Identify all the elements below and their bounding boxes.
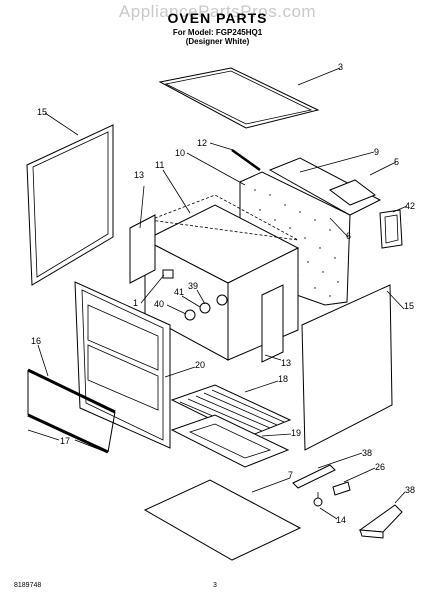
callout-9: 9 [374, 147, 379, 157]
part-7-bottom-panel [143, 479, 302, 561]
page-number: 3 [213, 582, 217, 589]
part-19-broil-pan [170, 414, 290, 468]
callout-11: 11 [155, 160, 164, 170]
variant-line: (Designer White) [185, 37, 250, 46]
callout-26: 26 [375, 462, 385, 472]
part-16-gasket [27, 368, 116, 454]
callout-39: 39 [188, 281, 198, 291]
callout-5: 5 [394, 157, 399, 167]
part-12-rod [231, 148, 261, 172]
part-20-door-frame [74, 281, 171, 449]
part-26-clip [332, 481, 351, 496]
callout-6: 6 [346, 231, 351, 241]
part-9-rear-panel [268, 157, 382, 216]
callout-40: 40 [154, 299, 164, 309]
callout-13-top: 13 [134, 170, 144, 180]
callout-12: 12 [197, 138, 207, 148]
part-42-bracket [379, 209, 403, 249]
part-15-right-side-panel [301, 284, 393, 451]
callout-15-right: 15 [404, 301, 414, 311]
model-info: For Model: FGP245HQ1 (Designer White) [0, 28, 435, 46]
callout-1: 1 [133, 298, 138, 308]
part-38-trim [292, 464, 336, 489]
callout-19: 19 [291, 428, 301, 438]
callout-7: 7 [288, 470, 293, 480]
callout-13-bottom: 13 [281, 358, 291, 368]
model-line: For Model: FGP245HQ1 [172, 28, 263, 37]
callout-41: 41 [174, 287, 184, 297]
part-38-bracket [358, 504, 403, 539]
callout-42: 42 [405, 201, 415, 211]
page-title: OVEN PARTS [167, 10, 268, 26]
part-14-screw [313, 492, 323, 507]
part-3-top-panel [158, 67, 320, 129]
part-15-left-side-panel [26, 124, 114, 286]
callout-10: 10 [175, 148, 185, 158]
callout-3: 3 [338, 62, 343, 72]
callout-16: 16 [31, 336, 41, 346]
document-number: 8189748 [14, 582, 42, 589]
callout-14: 14 [336, 515, 346, 525]
callout-38-bottom: 38 [405, 485, 415, 495]
callout-18: 18 [278, 374, 288, 384]
callout-17: 17 [60, 436, 70, 446]
callout-38-top: 38 [362, 448, 372, 458]
part-13-braces [129, 214, 284, 363]
leader-lines [27, 67, 408, 520]
callout-15-left: 15 [37, 107, 47, 117]
callout-20: 20 [195, 360, 205, 370]
callout-labels: 3 15 12 10 9 5 11 13 42 6 41 39 1 40 15 … [31, 62, 415, 525]
watermark: AppliancePartsPros.com [118, 2, 317, 21]
